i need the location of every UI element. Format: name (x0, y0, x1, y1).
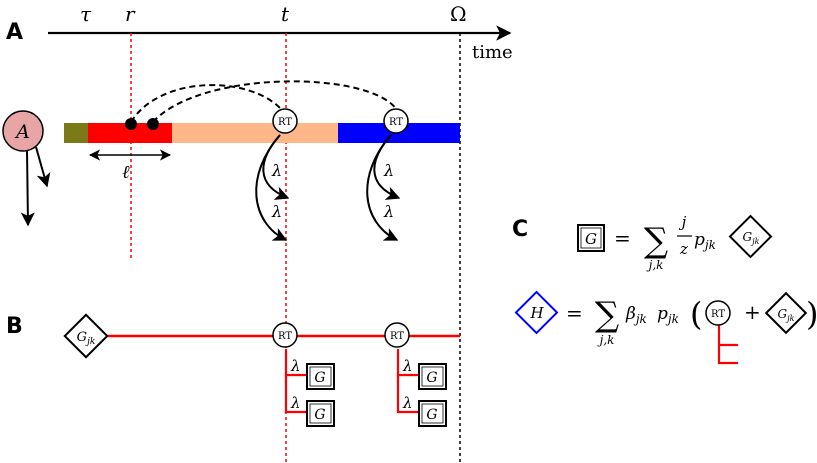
eq2-p-sub: jk (665, 312, 679, 326)
eq1-rhs-sub: jk (750, 237, 759, 246)
rt-node-b2 (384, 322, 410, 348)
eq2-paren-close: ) (806, 295, 817, 333)
segment-olive (64, 123, 88, 143)
eq2-equals: = (566, 301, 583, 325)
g-box-b1-upper (306, 363, 335, 390)
lambda-b1-upper: λ (290, 357, 301, 375)
rt-node-a1-label: RT (278, 117, 292, 128)
eq1-lhs: G (585, 230, 597, 248)
eq2-sum-sub: j,k (597, 333, 615, 347)
time-axis-label: time (472, 42, 513, 63)
eq2-plus: + (744, 300, 761, 324)
branch-2-link-lower (396, 375, 418, 414)
segment-peach (172, 123, 338, 143)
root-diamond-label-main: G (77, 330, 87, 345)
rt-node-a2 (383, 108, 409, 134)
g-label-b2-upper: G (426, 370, 437, 386)
eq1-rhs: Gjk (743, 230, 760, 246)
lambda-label-a1-upper: λ (271, 161, 282, 180)
panel-label-b: B (6, 314, 23, 339)
lambda-label-a2-upper: λ (383, 161, 394, 180)
eq1-p-main: p (694, 230, 705, 250)
g-label-b1-lower: G (314, 407, 325, 423)
g-box-b2-upper (418, 363, 447, 390)
eq2-p-main: p (657, 304, 668, 324)
source-dot-1 (125, 118, 137, 130)
eq1-sum: ∑ (644, 221, 668, 261)
lambda-arrow-a2-lower (366, 134, 399, 241)
eq1-p: pjk (694, 230, 716, 252)
eq2-rt-branch-lower (717, 325, 738, 365)
g-label-b1-upper: G (314, 370, 325, 386)
g-box-b1-lower-inner (309, 403, 332, 424)
rt-node-b1-label: RT (278, 331, 292, 342)
ell-label: ℓ (122, 162, 130, 183)
eq1-lhs-box-inner (580, 227, 602, 249)
marker-omega: Ω (450, 2, 467, 26)
eq1-p-sub: jk (702, 238, 716, 252)
panel-label-c: C (512, 217, 528, 242)
rt-branch-2: RT λ λ G G (384, 322, 447, 427)
rt-link-arc-1 (130, 84, 283, 123)
eq1-sum-sub: j,k (646, 258, 664, 272)
eq2-lhs-diamond (514, 290, 559, 335)
eq1-lhs-box (577, 224, 605, 252)
eq2-rt-label: RT (711, 309, 725, 320)
eq2-g-diamond (764, 291, 808, 335)
root-diamond-label: Gjk (77, 330, 96, 347)
eq1-frac-den: z (679, 240, 688, 258)
lambda-b2-upper: λ (402, 357, 413, 375)
lambda-b2-lower: λ (402, 394, 413, 412)
eq2-g: Gjk (778, 307, 795, 323)
eq2-paren-open: ( (690, 295, 702, 333)
eq2-g-sub: jk (785, 314, 794, 323)
g-box-b2-lower (418, 400, 447, 427)
g-label-b2-lower: G (426, 407, 437, 423)
eq2-beta-sub: jk (633, 312, 647, 326)
branch-1-link-lower (284, 375, 306, 414)
rt-node-a2-label: RT (389, 117, 403, 128)
eq2-lhs: H (529, 304, 544, 322)
eq2-p: pjk (657, 304, 679, 326)
equation-g: G = ∑ j,k j z pjk Gjk (577, 213, 773, 272)
lambda-label-a1-lower: λ (271, 202, 282, 221)
rt-branch-1: RT λ λ G G (272, 322, 335, 427)
eq1-frac-num: j (679, 213, 687, 231)
eq1-rhs-diamond (728, 214, 773, 259)
equation-h: H = ∑ j,k βjk pjk ( RT + Gjk ) (514, 290, 817, 365)
marker-r: r (125, 2, 136, 26)
lambda-b1-lower: λ (290, 394, 301, 412)
marker-tau: τ (80, 2, 92, 26)
rt-node-a1 (272, 108, 298, 134)
root-diamond (63, 313, 109, 359)
eq1-rhs-main: G (743, 230, 753, 244)
source-dot-2 (147, 118, 159, 130)
marker-t: t (281, 2, 290, 26)
g-box-b2-lower-inner (421, 403, 444, 424)
agent-arrow-down (20, 149, 35, 227)
agent-node (2, 110, 44, 152)
g-box-b2-upper-inner (421, 366, 444, 387)
eq2-rt-node (705, 300, 731, 326)
eq2-g-main: G (778, 307, 788, 321)
agent-label: A (14, 121, 30, 143)
timeline-bar (64, 123, 460, 143)
g-box-b1-lower (306, 400, 335, 427)
rt-node-b1 (272, 322, 298, 348)
lambda-arrow-a1-lower (255, 134, 288, 241)
g-box-b1-upper-inner (309, 366, 332, 387)
eq1-equals: = (614, 226, 631, 250)
rt-node-b2-label: RT (390, 331, 404, 342)
lambda-label-a2-lower: λ (383, 202, 394, 221)
eq2-beta-main: β (625, 304, 636, 324)
eq2-sum: ∑ (595, 295, 619, 335)
root-diamond-label-sub: jk (85, 337, 95, 347)
eq2-beta: βjk (625, 304, 647, 326)
panel-label-a: A (6, 20, 23, 45)
agent-arrow-right (35, 146, 51, 188)
